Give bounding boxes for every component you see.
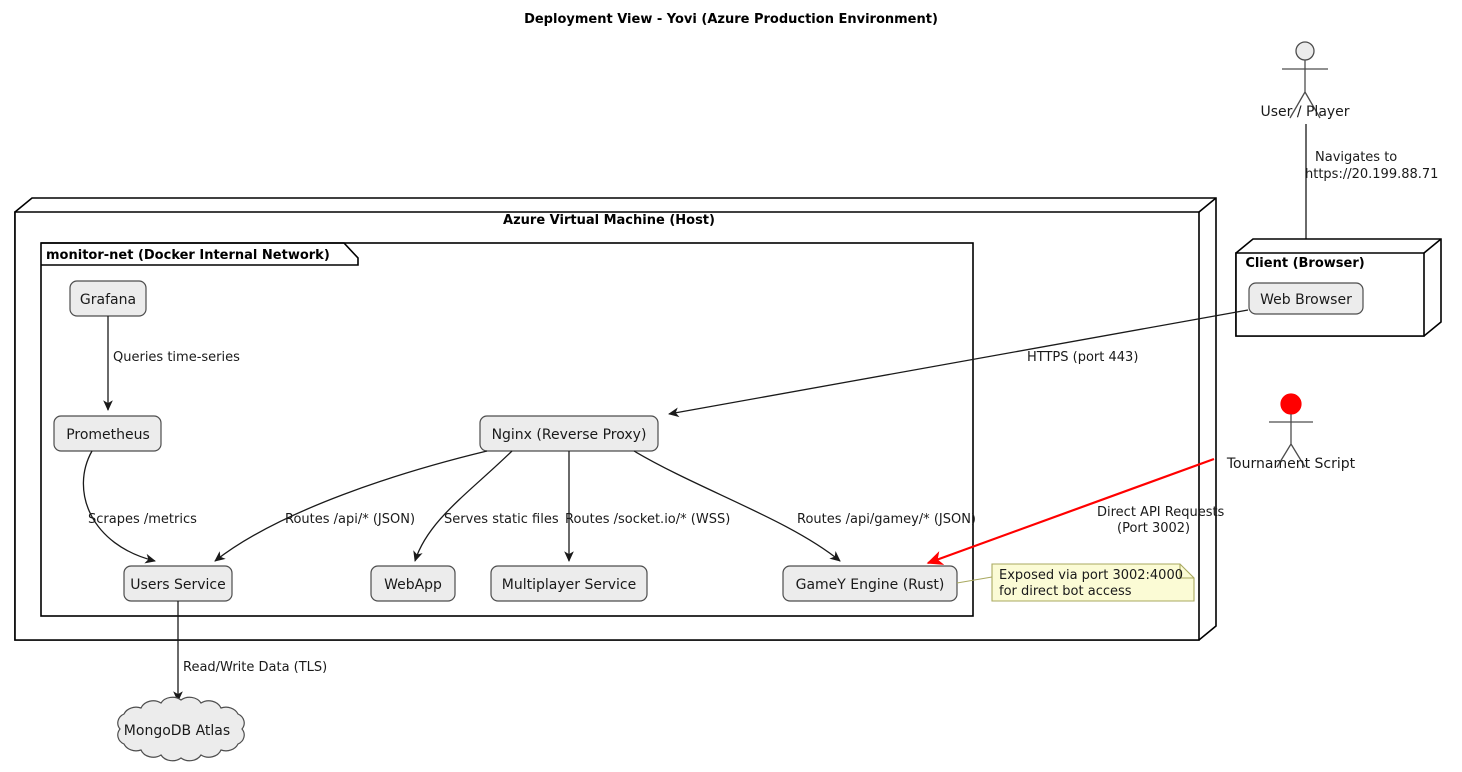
actor-user-player[interactable]: User / Player [1260,41,1350,120]
component-prometheus[interactable]: Prometheus [53,415,162,452]
note-connector [956,576,993,584]
edge-user-to-browser-label-2: https://20.199.88.71 [1305,167,1438,182]
azure-vm-depth-edge [1198,197,1217,213]
edge-nginx-to-gamey: Routes /api/gamey/* (JSON) [633,450,976,562]
component-webapp-label: WebApp [384,577,442,593]
monitor-net-border [40,242,974,617]
actor-tournament-script-label: Tournament Script [1226,456,1356,472]
note-line-2: for direct bot access [999,584,1132,599]
actor-user-player-label: User / Player [1260,104,1349,120]
node-client-browser[interactable]: Client (Browser) Web Browser [1235,238,1442,337]
component-nginx-label: Nginx (Reverse Proxy) [492,427,647,443]
edge-nginx-to-users: Routes /api/* (JSON) [214,450,488,562]
frame-monitor-net: monitor-net (Docker Internal Network) [40,242,974,617]
database-mongodb-atlas-label: MongoDB Atlas [124,723,230,739]
database-mongodb-atlas[interactable]: MongoDB Atlas [117,696,245,762]
edge-line [633,450,841,562]
edge-script-to-gamey-label-1: Direct API Requests [1097,505,1225,520]
edge-line [413,450,513,562]
edge-line [82,450,156,564]
edge-grafana-to-prometheus-label: Queries time-series [113,350,240,365]
component-webapp[interactable]: WebApp [370,565,456,602]
edge-users-to-mongodb: Read/Write Data (TLS) [173,601,327,702]
edge-browser-to-nginx-label: HTTPS (port 443) [1027,350,1138,365]
monitor-net-title: monitor-net (Docker Internal Network) [46,248,330,263]
note-body [991,563,1195,602]
edge-nginx-to-users-label: Routes /api/* (JSON) [285,512,415,527]
component-web-browser-label: Web Browser [1260,292,1352,308]
mongodb-cloud-icon [117,696,245,762]
component-prometheus-label: Prometheus [66,427,150,443]
component-grafana[interactable]: Grafana [69,280,147,317]
component-gamey-engine-label: GameY Engine (Rust) [796,577,945,593]
note-folded-corner-icon [1179,564,1194,579]
component-gamey-engine[interactable]: GameY Engine (Rust) [782,565,958,602]
edge-users-to-mongodb-label: Read/Write Data (TLS) [183,660,327,675]
edge-line [926,457,1215,565]
note-line-1: Exposed via port 3002:4000 [999,568,1183,583]
edge-grafana-to-prometheus: Queries time-series [103,316,240,411]
actor-head-icon [1280,393,1302,415]
component-nginx[interactable]: Nginx (Reverse Proxy) [479,415,659,452]
edge-script-to-gamey-label-2: (Port 3002) [1117,521,1190,536]
component-web-browser-box[interactable] [1248,282,1364,315]
component-multiplayer-service-box[interactable] [490,565,648,602]
actor-head-icon [1295,41,1315,61]
component-prometheus-box[interactable] [53,415,162,452]
azure-vm-title: Azure Virtual Machine (Host) [503,213,715,228]
edge-prometheus-to-users-label: Scrapes /metrics [88,512,197,527]
actor-body-icon [1282,60,1328,119]
client-browser-title: Client (Browser) [1245,256,1364,271]
client-browser-depth-edge [1423,238,1442,254]
page-title: Deployment View - Yovi (Azure Production… [524,12,938,27]
edge-nginx-to-webapp: Serves static files [413,450,559,562]
component-multiplayer-service-label: Multiplayer Service [502,577,636,593]
edge-prometheus-to-users: Scrapes /metrics [82,450,197,564]
component-webapp-box[interactable] [370,565,456,602]
component-multiplayer-service[interactable]: Multiplayer Service [490,565,648,602]
component-gamey-engine-box[interactable] [782,565,958,602]
edge-browser-to-nginx: HTTPS (port 443) [668,309,1249,418]
edge-nginx-to-webapp-label: Serves static files [444,512,559,527]
edge-nginx-to-gamey-label: Routes /api/gamey/* (JSON) [797,512,976,527]
edge-nginx-to-multiplayer-label: Routes /socket.io/* (WSS) [565,512,730,527]
component-users-service[interactable]: Users Service [123,565,233,602]
component-users-service-label: Users Service [130,577,225,593]
edge-user-to-browser-label-1: Navigates to [1315,150,1397,165]
edge-line [214,450,488,562]
edge-line [668,309,1249,418]
actor-body-icon [1269,414,1313,468]
note-gamey-port: Exposed via port 3002:4000 for direct bo… [956,563,1195,602]
edge-script-to-gamey: Direct API Requests (Port 3002) [926,457,1225,565]
monitor-net-tab [41,242,359,266]
component-grafana-label: Grafana [80,292,136,308]
edge-nginx-to-multiplayer: Routes /socket.io/* (WSS) [564,451,730,562]
actor-tournament-script[interactable]: Tournament Script [1226,393,1356,472]
